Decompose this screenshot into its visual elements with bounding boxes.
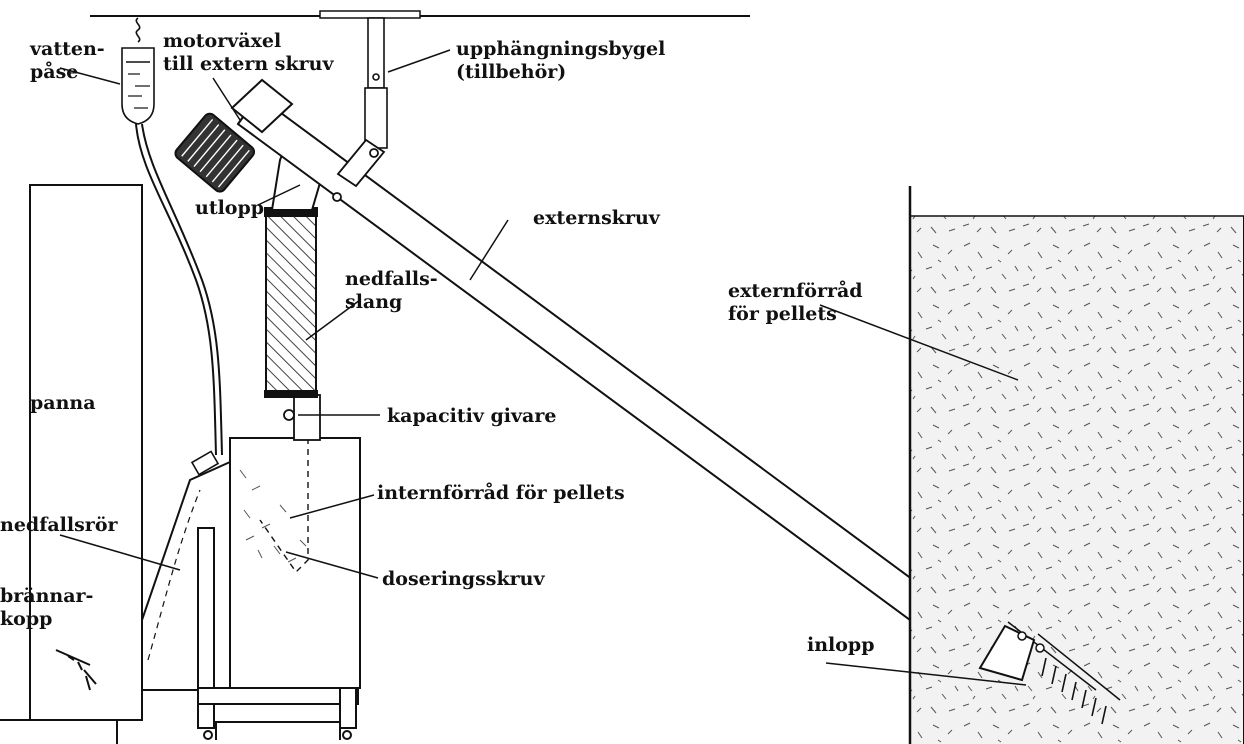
label-inlet: inlopp <box>807 634 875 657</box>
label-inlet-text: inlopp <box>807 634 875 656</box>
label-dosing-screw-text: doseringsskruv <box>382 568 545 590</box>
label-water-bag: vatten- påse <box>30 38 105 84</box>
label-external-screw-text: externskruv <box>533 207 660 229</box>
label-external-store-line2: för pellets <box>728 303 837 325</box>
water-bag <box>121 17 155 125</box>
external-store <box>910 216 1244 744</box>
stand <box>197 527 359 740</box>
label-water-bag-line2: påse <box>30 61 79 83</box>
inlet-screw <box>1041 657 1107 725</box>
burner-cup <box>55 649 97 691</box>
gear-motor <box>174 78 294 193</box>
label-drop-hose: nedfalls- slang <box>345 268 438 314</box>
leader-lines <box>59 49 1027 686</box>
label-drop-hose-line1: nedfalls- <box>345 268 438 290</box>
label-outlet: utlopp <box>195 197 264 220</box>
drop-hose <box>265 211 317 396</box>
label-gear-motor-line2: till extern skruv <box>163 53 334 75</box>
water-tube <box>135 123 217 456</box>
label-external-store-line1: externförråd <box>728 280 863 302</box>
label-external-store: externförråd för pellets <box>728 280 863 326</box>
label-drop-hose-line2: slang <box>345 291 403 313</box>
label-burner-cup: brännar- kopp <box>0 585 93 631</box>
label-hanger-bracket: upphängningsbygel (tillbehör) <box>456 38 665 84</box>
dosing-screw <box>259 438 309 574</box>
label-gear-motor-line1: motorväxel <box>163 30 282 52</box>
tube-clamp <box>332 138 386 202</box>
label-outlet-text: utlopp <box>195 197 265 219</box>
label-dosing-screw: doseringsskruv <box>382 568 545 591</box>
label-external-screw: externskruv <box>533 207 660 230</box>
label-hanger-bracket-line2: (tillbehör) <box>456 61 567 83</box>
label-capacitive-sensor-text: kapacitiv givare <box>387 405 557 427</box>
label-internal-store-text: internförråd för pellets <box>377 482 625 504</box>
label-boiler-text: panna <box>30 392 96 414</box>
label-water-bag-line1: vatten- <box>30 38 105 60</box>
label-hanger-bracket-line1: upphängningsbygel <box>456 38 666 60</box>
internal-pellet-scatter <box>239 469 307 563</box>
label-boiler: panna <box>30 392 96 415</box>
label-internal-store: internförråd för pellets <box>377 482 625 505</box>
label-capacitive-sensor: kapacitiv givare <box>387 405 556 428</box>
drop-pipe <box>141 460 231 691</box>
label-gear-motor: motorväxel till extern skruv <box>163 30 334 76</box>
capacitive-sensor <box>283 409 295 421</box>
boiler <box>29 184 143 721</box>
label-burner-cup-line1: brännar- <box>0 585 94 607</box>
label-drop-pipe-text: nedfallsrör <box>0 514 118 536</box>
label-burner-cup-line2: kopp <box>0 608 53 630</box>
ceiling-mount-plate <box>319 10 421 19</box>
label-drop-pipe: nedfallsrör <box>0 514 118 537</box>
internal-store <box>229 437 361 689</box>
hanger-bracket <box>364 17 388 149</box>
